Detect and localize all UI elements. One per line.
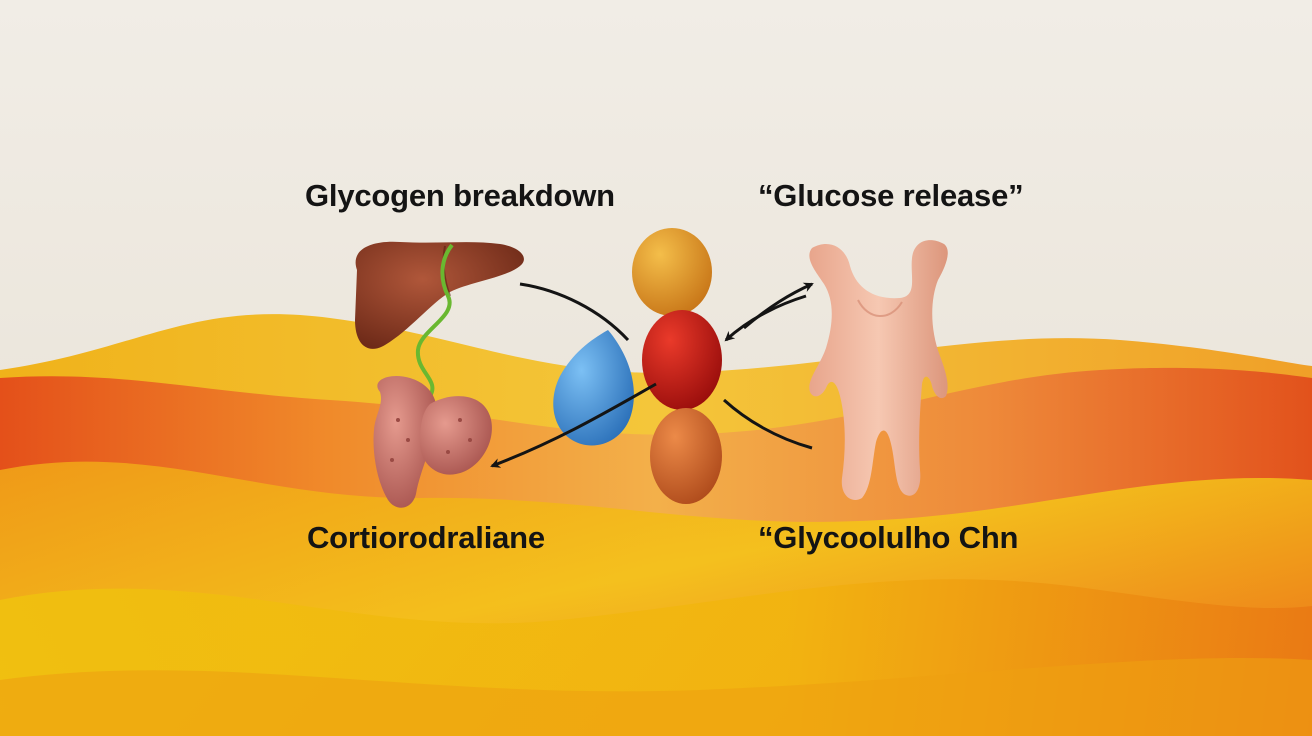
label-glucose-release: “Glucose release” xyxy=(758,178,1024,213)
label-glycogen-breakdown: Glycogen breakdown xyxy=(305,178,615,213)
red-gland-icon xyxy=(642,310,722,410)
bile-duct xyxy=(415,243,454,398)
blue-gland-icon xyxy=(553,330,634,446)
brown-gland-icon xyxy=(650,408,722,504)
label-bottom-left: Cortiorodraliane xyxy=(307,520,545,555)
arrow-center-to-vessel xyxy=(743,282,814,330)
arrow-center-to-pancreas xyxy=(490,382,657,468)
arrow-liver-to-center xyxy=(519,282,630,342)
pancreas-icon xyxy=(373,375,492,508)
arrow-bottom-to-vessel xyxy=(722,398,813,450)
label-bottom-right: “Glycoolulho Chn xyxy=(758,520,1019,555)
vessel-figure-icon xyxy=(809,240,948,500)
orange-gland-icon xyxy=(632,228,712,316)
wave-bottom-shadow xyxy=(0,657,1312,736)
